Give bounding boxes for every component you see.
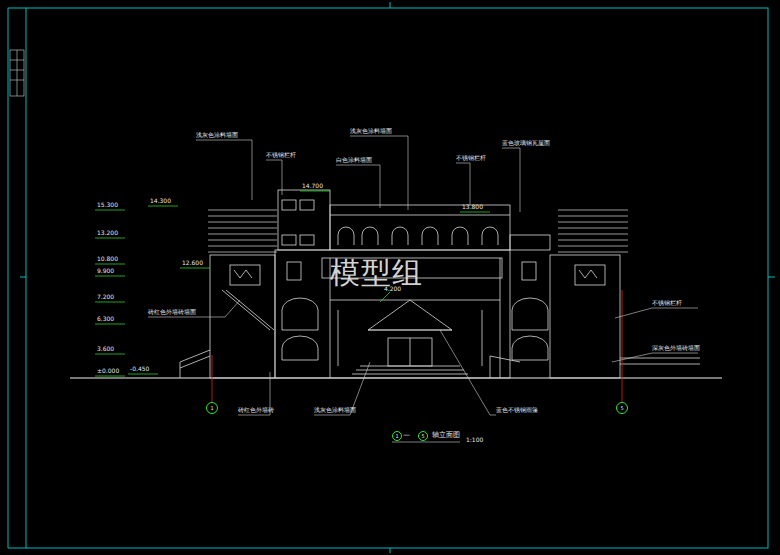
callout-label: 砖红色外墙砖 — [238, 407, 274, 414]
callout-label: 浅灰色涂料墙面 — [314, 407, 356, 414]
title-dash: — — [403, 432, 410, 440]
callout-label: 白色涂料墙面 — [336, 157, 372, 164]
drawing-title: 轴立面图 — [432, 432, 460, 440]
elevation-mark: 14.700 — [302, 183, 323, 190]
elevation-mark: 10.800 — [97, 256, 118, 263]
callout-label: 蓝色玻璃钢瓦屋面 — [502, 140, 550, 147]
elevation-mark: 6.300 — [97, 316, 114, 323]
elevation-mark: 12.600 — [182, 260, 203, 267]
elevation-mark: -0.450 — [130, 366, 149, 373]
elevation-mark: 15.300 — [97, 202, 118, 209]
elevation-mark: ±0.000 — [97, 368, 119, 375]
axis-number: 5 — [620, 405, 623, 411]
axis-bubble: 5 — [418, 431, 428, 441]
callout-label: 不锈钢栏杆 — [456, 155, 486, 162]
callout-label: 蓝色不锈钢雨篷 — [496, 407, 538, 414]
callout-label: 浅灰色涂料墙面 — [350, 128, 392, 135]
axis-number: 1 — [210, 405, 213, 411]
elevation-mark: 13.200 — [97, 230, 118, 237]
watermark: 模型组 — [330, 256, 423, 289]
scale-label: 1:100 — [466, 437, 483, 444]
callout-label: 深灰色外墙砖墙面 — [652, 345, 700, 352]
elevation-mark: 14.300 — [150, 198, 171, 205]
elevation-mark: 13.800 — [462, 204, 483, 211]
axis-bubble: 5 — [616, 402, 628, 414]
elevation-mark: 9.900 — [97, 268, 114, 275]
callout-label: 不锈钢栏杆 — [652, 300, 682, 307]
axis-bubble: 1 — [206, 402, 218, 414]
callout-label: 浅灰色涂料墙面 — [196, 132, 238, 139]
callout-label: 不锈钢栏杆 — [266, 152, 296, 159]
elevation-mark: 4.200 — [384, 286, 401, 293]
axis-number: 1 — [395, 433, 398, 439]
elevation-mark: 3.600 — [97, 346, 114, 353]
callout-label: 砖红色外墙砖墙面 — [148, 309, 196, 316]
axis-number: 5 — [421, 433, 424, 439]
elevation-mark: 7.200 — [97, 294, 114, 301]
axis-bubble: 1 — [392, 431, 402, 441]
